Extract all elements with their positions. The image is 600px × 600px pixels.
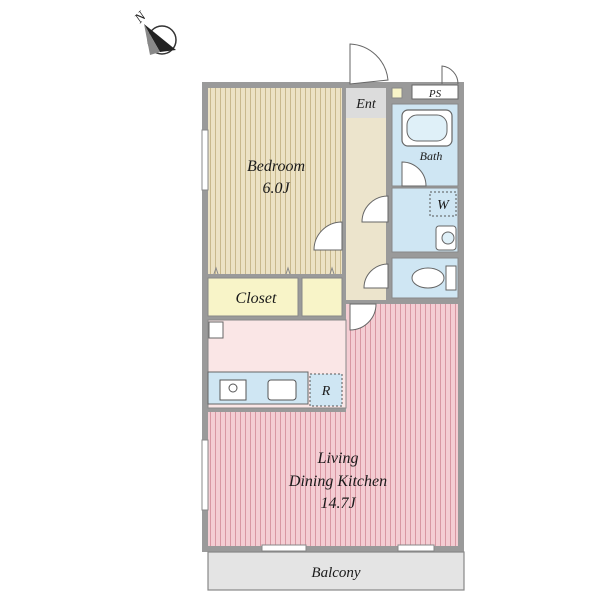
bathtub-inner <box>406 114 448 142</box>
toilet-tank <box>445 265 457 291</box>
wash-basin-bowl <box>441 231 455 245</box>
bedroom-door-swing <box>313 221 343 251</box>
toilet-bowl <box>411 267 445 289</box>
balcony-window-2 <box>397 544 435 552</box>
closet-right <box>301 277 343 317</box>
side-window-ldk <box>201 439 209 511</box>
balcony-name: Balcony <box>311 565 360 581</box>
closet-hanger-marks <box>213 266 335 275</box>
pipe-space-door <box>441 65 459 85</box>
side-window-bedroom <box>201 129 209 191</box>
bath-door-swing <box>401 161 427 187</box>
bedroom-name: Bedroom <box>247 158 305 175</box>
stove-burner <box>228 383 238 393</box>
ldk-door-swing <box>349 303 377 331</box>
ldk-size: 14.7J <box>320 495 356 512</box>
compass-needle <box>144 24 176 52</box>
bath-name: Bath <box>420 149 443 163</box>
washer-name: W <box>437 198 450 213</box>
entrance-floor <box>346 88 386 118</box>
stove <box>219 379 247 401</box>
refrigerator-space <box>309 373 343 407</box>
entrance-name: Ent <box>355 97 377 112</box>
entrance-door-swing <box>349 43 389 85</box>
entrance-shoebox <box>391 87 403 99</box>
kitchen-small-box <box>208 321 224 339</box>
toilet-door-swing <box>363 263 389 289</box>
washroom-door-swing <box>361 195 389 223</box>
closet-left <box>207 277 299 317</box>
ldk-line2: Dining Kitchen <box>288 473 387 490</box>
sink <box>267 379 297 401</box>
ldk-floor <box>346 304 458 546</box>
north-label: N <box>132 9 150 27</box>
ldk-floor-lower <box>208 412 348 546</box>
pipe-space <box>411 84 459 100</box>
compass: N <box>132 9 177 55</box>
compass-needle-light <box>144 24 160 55</box>
pipe-space-name: PS <box>428 88 442 100</box>
closet-name: Closet <box>236 290 277 307</box>
balcony-floor <box>207 551 465 591</box>
ldk-line1: Living <box>317 450 359 467</box>
washer-space <box>429 191 457 217</box>
bedroom-size: 6.0J <box>262 180 290 197</box>
refrigerator-name: R <box>321 384 331 399</box>
balcony-window-1 <box>261 544 307 552</box>
